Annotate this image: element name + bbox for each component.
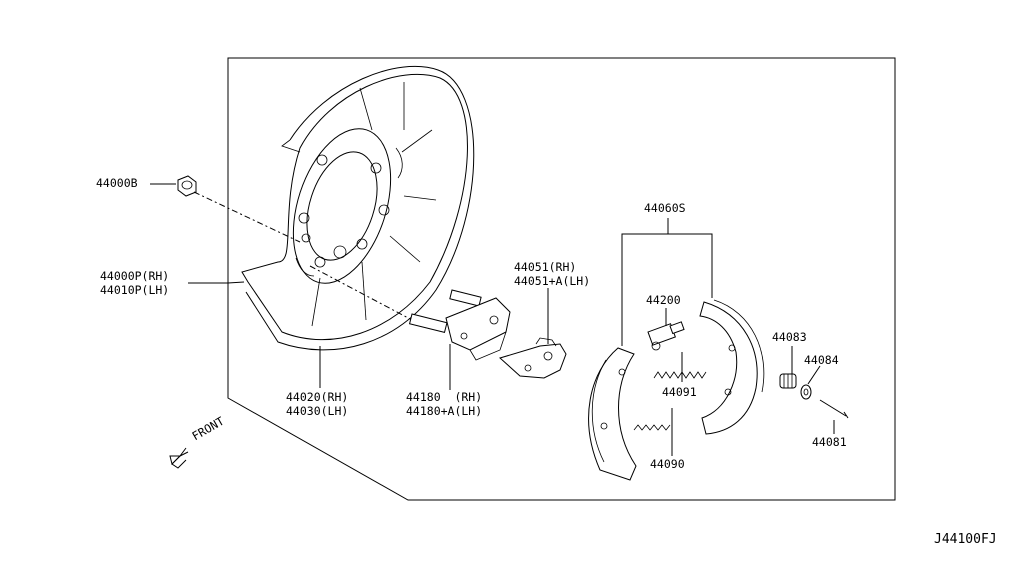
label-lever-rh: 44051(RH) [514,260,577,274]
lever-graphic [499,337,567,379]
cable-bracket-graphic [408,289,511,361]
frame-outline [227,57,896,501]
label-shoe-set: 44060S [644,201,686,215]
pin-graphic [819,399,849,419]
hold-down-spring-graphic [779,373,797,389]
label-plate-rh: 44000P(RH) [100,269,170,283]
label-pin: 44081 [812,435,847,449]
label-spring-upper: 44091 [662,385,697,399]
retainer-graphic [800,384,812,400]
adjuster-graphic [647,321,685,351]
backing-plate-graphic [241,66,475,351]
brake-shoes-graphic [588,299,765,481]
label-adjuster: 44200 [646,293,681,307]
figure-reference: J44100FJ [934,532,997,547]
label-retainer: 44084 [804,353,839,367]
label-plate-lh: 44010P(LH) [100,283,170,297]
label-spring-lower: 44090 [650,457,685,471]
label-nut: 44000B [96,176,138,190]
label-shield-rh: 44020(RH) [286,390,349,404]
label-hold-spring: 44083 [772,330,807,344]
spring-upper-graphic [653,371,707,379]
spring-lower-graphic [633,424,671,431]
label-lever-lh: 44051+A(LH) [514,274,591,288]
front-arrow-icon [169,447,189,469]
label-cable-lh: 44180+A(LH) [406,404,483,418]
label-shield-lh: 44030(LH) [286,404,349,418]
label-cable-rh: 44180 (RH) [406,390,483,404]
nut-graphic [177,175,197,197]
